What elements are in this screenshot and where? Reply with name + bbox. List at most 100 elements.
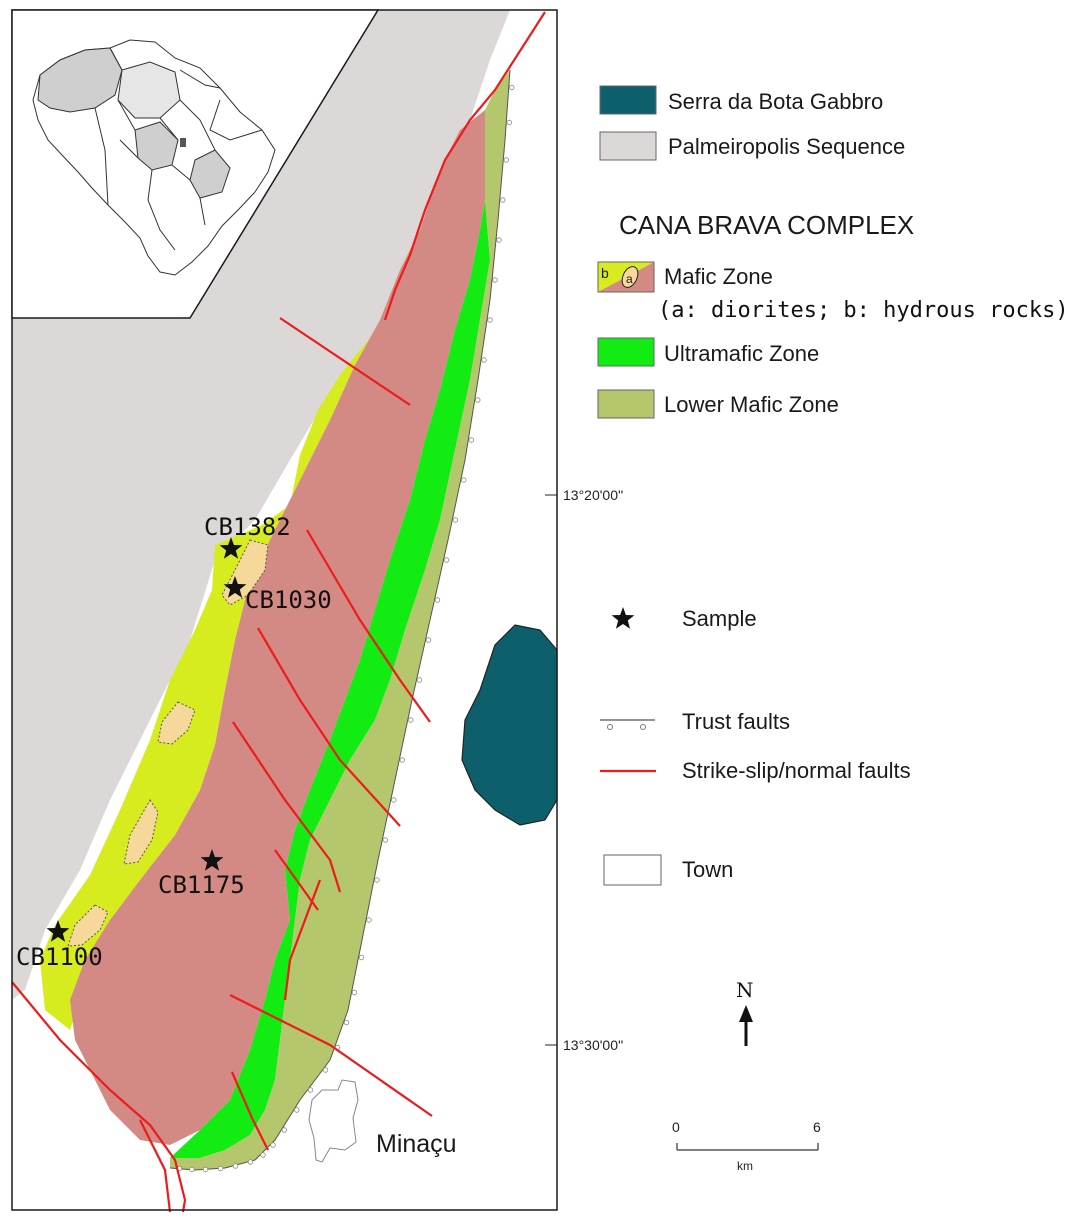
thrust-tick [425,637,432,643]
thrust-tick [374,877,380,883]
thrust-tick [434,597,441,603]
legend-label-mafic-note: (a: diorites; b: hydrous rocks) [658,298,1065,323]
inset-map [11,9,380,319]
lower-mafic-zone-unit [170,70,510,1170]
map-area: Minaçu [11,9,558,1213]
fault-line [383,11,546,321]
legend-swatch-lower-mafic [597,389,655,419]
thrust-tick [468,437,474,443]
thrust-tick [366,917,372,923]
legend-label-serra: Serra da Bota Gabbro [668,89,883,114]
legend-label-mafic: Mafic Zone [664,264,773,289]
diorite-pod [123,799,159,865]
thrust-tick [487,317,493,323]
thrust-tick [281,1127,287,1133]
legend-label-lower-mafic: Lower Mafic Zone [664,392,839,417]
mafic-core-unit [70,110,490,1145]
thrust-tick [408,717,414,723]
fault-line [306,529,431,723]
town-minacu [308,1079,359,1163]
legend-sample-symbol [611,607,635,629]
thrust-tick [607,724,613,730]
scale-start-label: 0 [672,1119,680,1135]
brazil-state-north [37,47,123,113]
thrust-tick [351,989,358,996]
thrust-tick [189,1166,195,1173]
thrust-tick [640,724,646,730]
sample-star-icon [611,607,635,629]
legend-label-sample: Sample [682,606,757,631]
sample-star [219,537,243,559]
thrust-tick [503,157,509,163]
north-arrow: N [736,978,754,1046]
thrust-tick [461,477,467,483]
thrust-fault-line [169,69,511,1171]
legend-label-ultramafic: Ultramafic Zone [664,341,819,366]
strike-slip-faults [11,11,546,1213]
thrust-tick [416,677,423,683]
swatch-label-a: a [626,272,633,286]
thrust-tick [307,1087,314,1093]
thrust-tick [294,1107,300,1113]
legend-thrust-symbol [600,719,655,730]
scale-bar: 0 6 km [672,1119,821,1173]
sample-label: CB1175 [158,871,245,899]
scale-unit-label: km [737,1159,753,1173]
sample-label: CB1382 [204,513,291,541]
fault-line [274,849,319,911]
thrust-fault [169,69,515,1173]
thrust-tick [509,84,515,91]
brazil-state-pa [117,61,181,119]
legend-swatch-serra [599,85,657,115]
thrust-tick [217,1165,224,1172]
brazil-divisions [94,47,263,251]
study-area-marker [180,138,186,147]
sample-star [200,849,224,871]
diorite-pod [67,904,109,947]
thrust-tick [481,357,487,363]
thrust-tick [452,517,458,523]
thrust-tick [260,1152,266,1158]
swatch-label-b: b [601,265,609,281]
thrust-tick [202,1166,209,1173]
serra-da-bota-gabbro [461,624,558,826]
thrust-tick [382,837,388,843]
sample-star [223,576,247,598]
brazil-outline [32,39,276,276]
north-label: N [736,978,754,1002]
diorite-pod [157,701,196,745]
legend-swatch-ultramafic [597,337,655,367]
sample-label: CB1100 [16,943,103,971]
thrust-tick [500,197,506,203]
town-label: Minaçu [376,1130,457,1158]
swatch-border [597,261,655,293]
samples: CB1382 CB1030 CB1175 CB1100 [16,513,332,971]
lat-label: 13°20'00'' [563,487,623,503]
fault-line [11,981,187,1213]
thrust-tick [443,557,450,563]
legend-swatch-palmeiropolis [599,131,657,161]
thrust-tick [343,1019,350,1026]
legend-label-thrust: Trust faults [682,709,790,734]
fault-line [230,1071,269,1151]
lat-label: 13°30'00'' [563,1037,623,1053]
thrust-tick [492,277,498,283]
thrust-tick [270,1142,276,1148]
thrust-tick [358,954,365,961]
thrust-tick [399,757,405,763]
legend: Serra da Bota Gabbro Palmeiropolis Seque… [597,85,1065,886]
fault-line [139,1119,172,1213]
thrust-tick [475,397,481,403]
legend-complex-title: CANA BRAVA COMPLEX [619,210,914,240]
sample-label: CB1030 [245,586,332,614]
sample-star [46,920,70,942]
thrust-tick [391,797,397,803]
legend-label-town: Town [682,857,733,882]
fault-line [283,879,322,1001]
thrust-tick [506,119,512,126]
north-arrow-head [739,1005,753,1022]
thrust-tick [232,1163,239,1169]
legend-swatch-mafic: b a [597,261,655,293]
legend-label-palmeiropolis: Palmeiropolis Sequence [668,134,905,159]
fault-line [279,317,411,406]
